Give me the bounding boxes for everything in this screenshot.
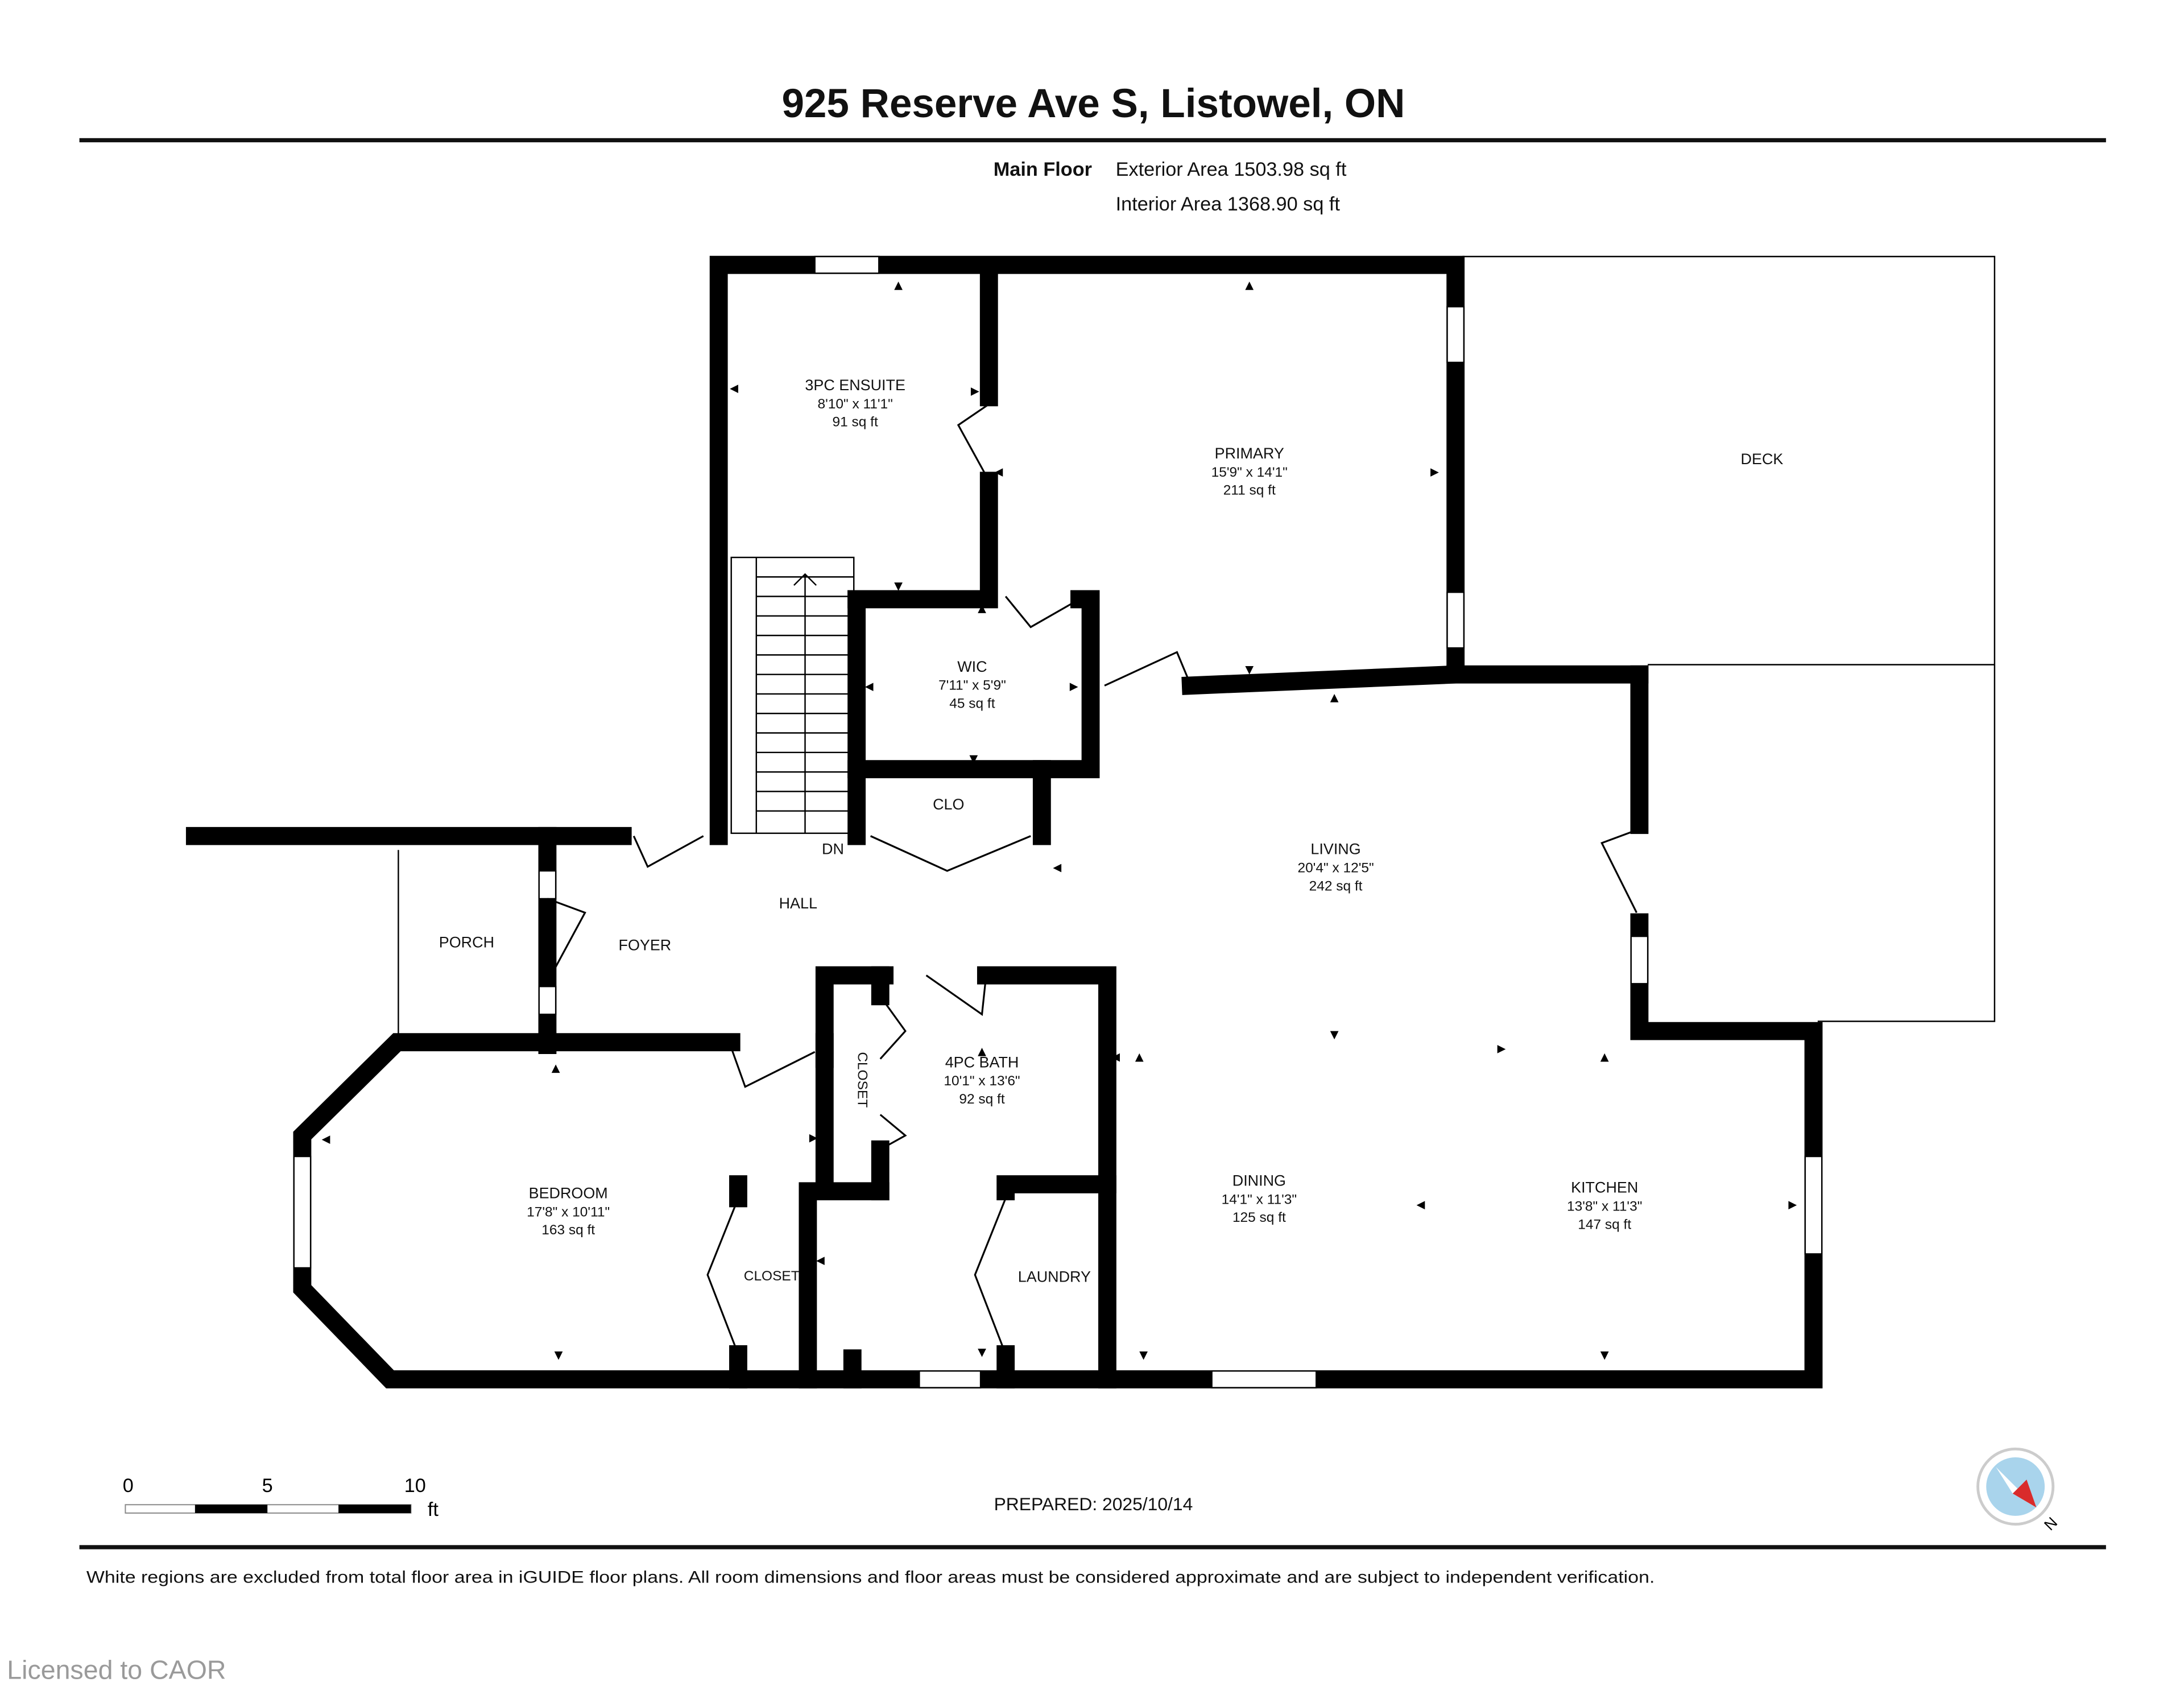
label-closet-bedroom: CLOSET (744, 1268, 800, 1284)
room-dims: 13'8" x 11'3" (1567, 1199, 1642, 1214)
walls (185, 255, 1823, 1389)
stairs (730, 556, 855, 834)
page-title: 925 Reserve Ave S, Listowel, ON (781, 81, 1405, 126)
interior-area: Interior Area 1368.90 sq ft (1116, 193, 1341, 215)
room-dims: 14'1" x 11'3" (1222, 1192, 1297, 1207)
label-foyer: FOYER (619, 937, 672, 954)
room-ensuite: 3PC ENSUITE 8'10" x 11'1" 91 sq ft (805, 377, 905, 430)
label-dn: DN (822, 841, 844, 858)
room-area: 163 sq ft (541, 1222, 595, 1238)
room-name: LIVING (1310, 841, 1360, 858)
room-name: 3PC ENSUITE (805, 377, 905, 394)
license-watermark: Licensed to CAOR (7, 1655, 226, 1684)
label-deck: DECK (1741, 451, 1784, 468)
compass-north-label: N (2041, 1514, 2061, 1534)
room-area: 45 sq ft (949, 696, 995, 711)
room-living: LIVING 20'4" x 12'5" 242 sq ft (1297, 841, 1374, 894)
door-swings (547, 403, 1640, 1355)
room-name: WIC (957, 658, 987, 675)
label-laundry: LAUNDRY (1018, 1268, 1091, 1285)
room-dims: 15'9" x 14'1" (1211, 465, 1288, 480)
room-dims: 20'4" x 12'5" (1297, 860, 1374, 875)
room-name: 4PC BATH (945, 1053, 1019, 1071)
room-area: 91 sq ft (833, 415, 878, 430)
deck-outline (398, 255, 1996, 1034)
exterior-area: Exterior Area 1503.98 sq ft (1116, 159, 1347, 180)
scale-unit: ft (428, 1499, 439, 1520)
room-bedroom: BEDROOM 17'8" x 10'11" 163 sq ft (527, 1184, 610, 1238)
scale-bar: 0 5 10 ft (123, 1475, 439, 1520)
room-wic: WIC 7'11" x 5'9" 45 sq ft (938, 658, 1006, 712)
floor-name: Main Floor (994, 159, 1092, 180)
prepared-date: PREPARED: 2025/10/14 (994, 1494, 1193, 1514)
windows (293, 255, 1823, 1389)
scale-tick-0: 0 (123, 1475, 134, 1497)
room-name: BEDROOM (529, 1184, 608, 1201)
room-area: 125 sq ft (1232, 1210, 1286, 1225)
label-clo: CLO (933, 796, 964, 813)
room-area: 211 sq ft (1223, 483, 1276, 498)
room-primary: PRIMARY 15'9" x 14'1" 211 sq ft (1211, 445, 1288, 498)
scale-tick-10: 10 (404, 1475, 426, 1497)
room-area: 147 sq ft (1578, 1217, 1631, 1232)
room-dining: DINING 14'1" x 11'3" 125 sq ft (1222, 1172, 1297, 1225)
room-name: PRIMARY (1215, 445, 1284, 462)
label-porch: PORCH (439, 934, 494, 951)
room-area: 92 sq ft (959, 1092, 1004, 1107)
header-rule (79, 138, 2106, 143)
room-dims: 17'8" x 10'11" (527, 1204, 610, 1220)
label-hall: HALL (779, 895, 817, 912)
room-dims: 7'11" x 5'9" (938, 678, 1006, 693)
room-kitchen: KITCHEN 13'8" x 11'3" 147 sq ft (1567, 1179, 1642, 1233)
room-dims: 10'1" x 13'6" (944, 1073, 1020, 1089)
label-closet-bath: CLOSET (855, 1052, 870, 1108)
room-bath: 4PC BATH 10'1" x 13'6" 92 sq ft (944, 1053, 1020, 1107)
room-area: 242 sq ft (1309, 878, 1363, 894)
disclaimer: White regions are excluded from total fl… (86, 1568, 1655, 1586)
scale-tick-5: 5 (262, 1475, 273, 1497)
room-dims: 8'10" x 11'1" (817, 396, 892, 412)
room-name: DINING (1232, 1172, 1286, 1189)
room-name: KITCHEN (1571, 1179, 1638, 1196)
footer-rule (79, 1545, 2106, 1549)
compass-icon: N (1976, 1447, 2061, 1534)
